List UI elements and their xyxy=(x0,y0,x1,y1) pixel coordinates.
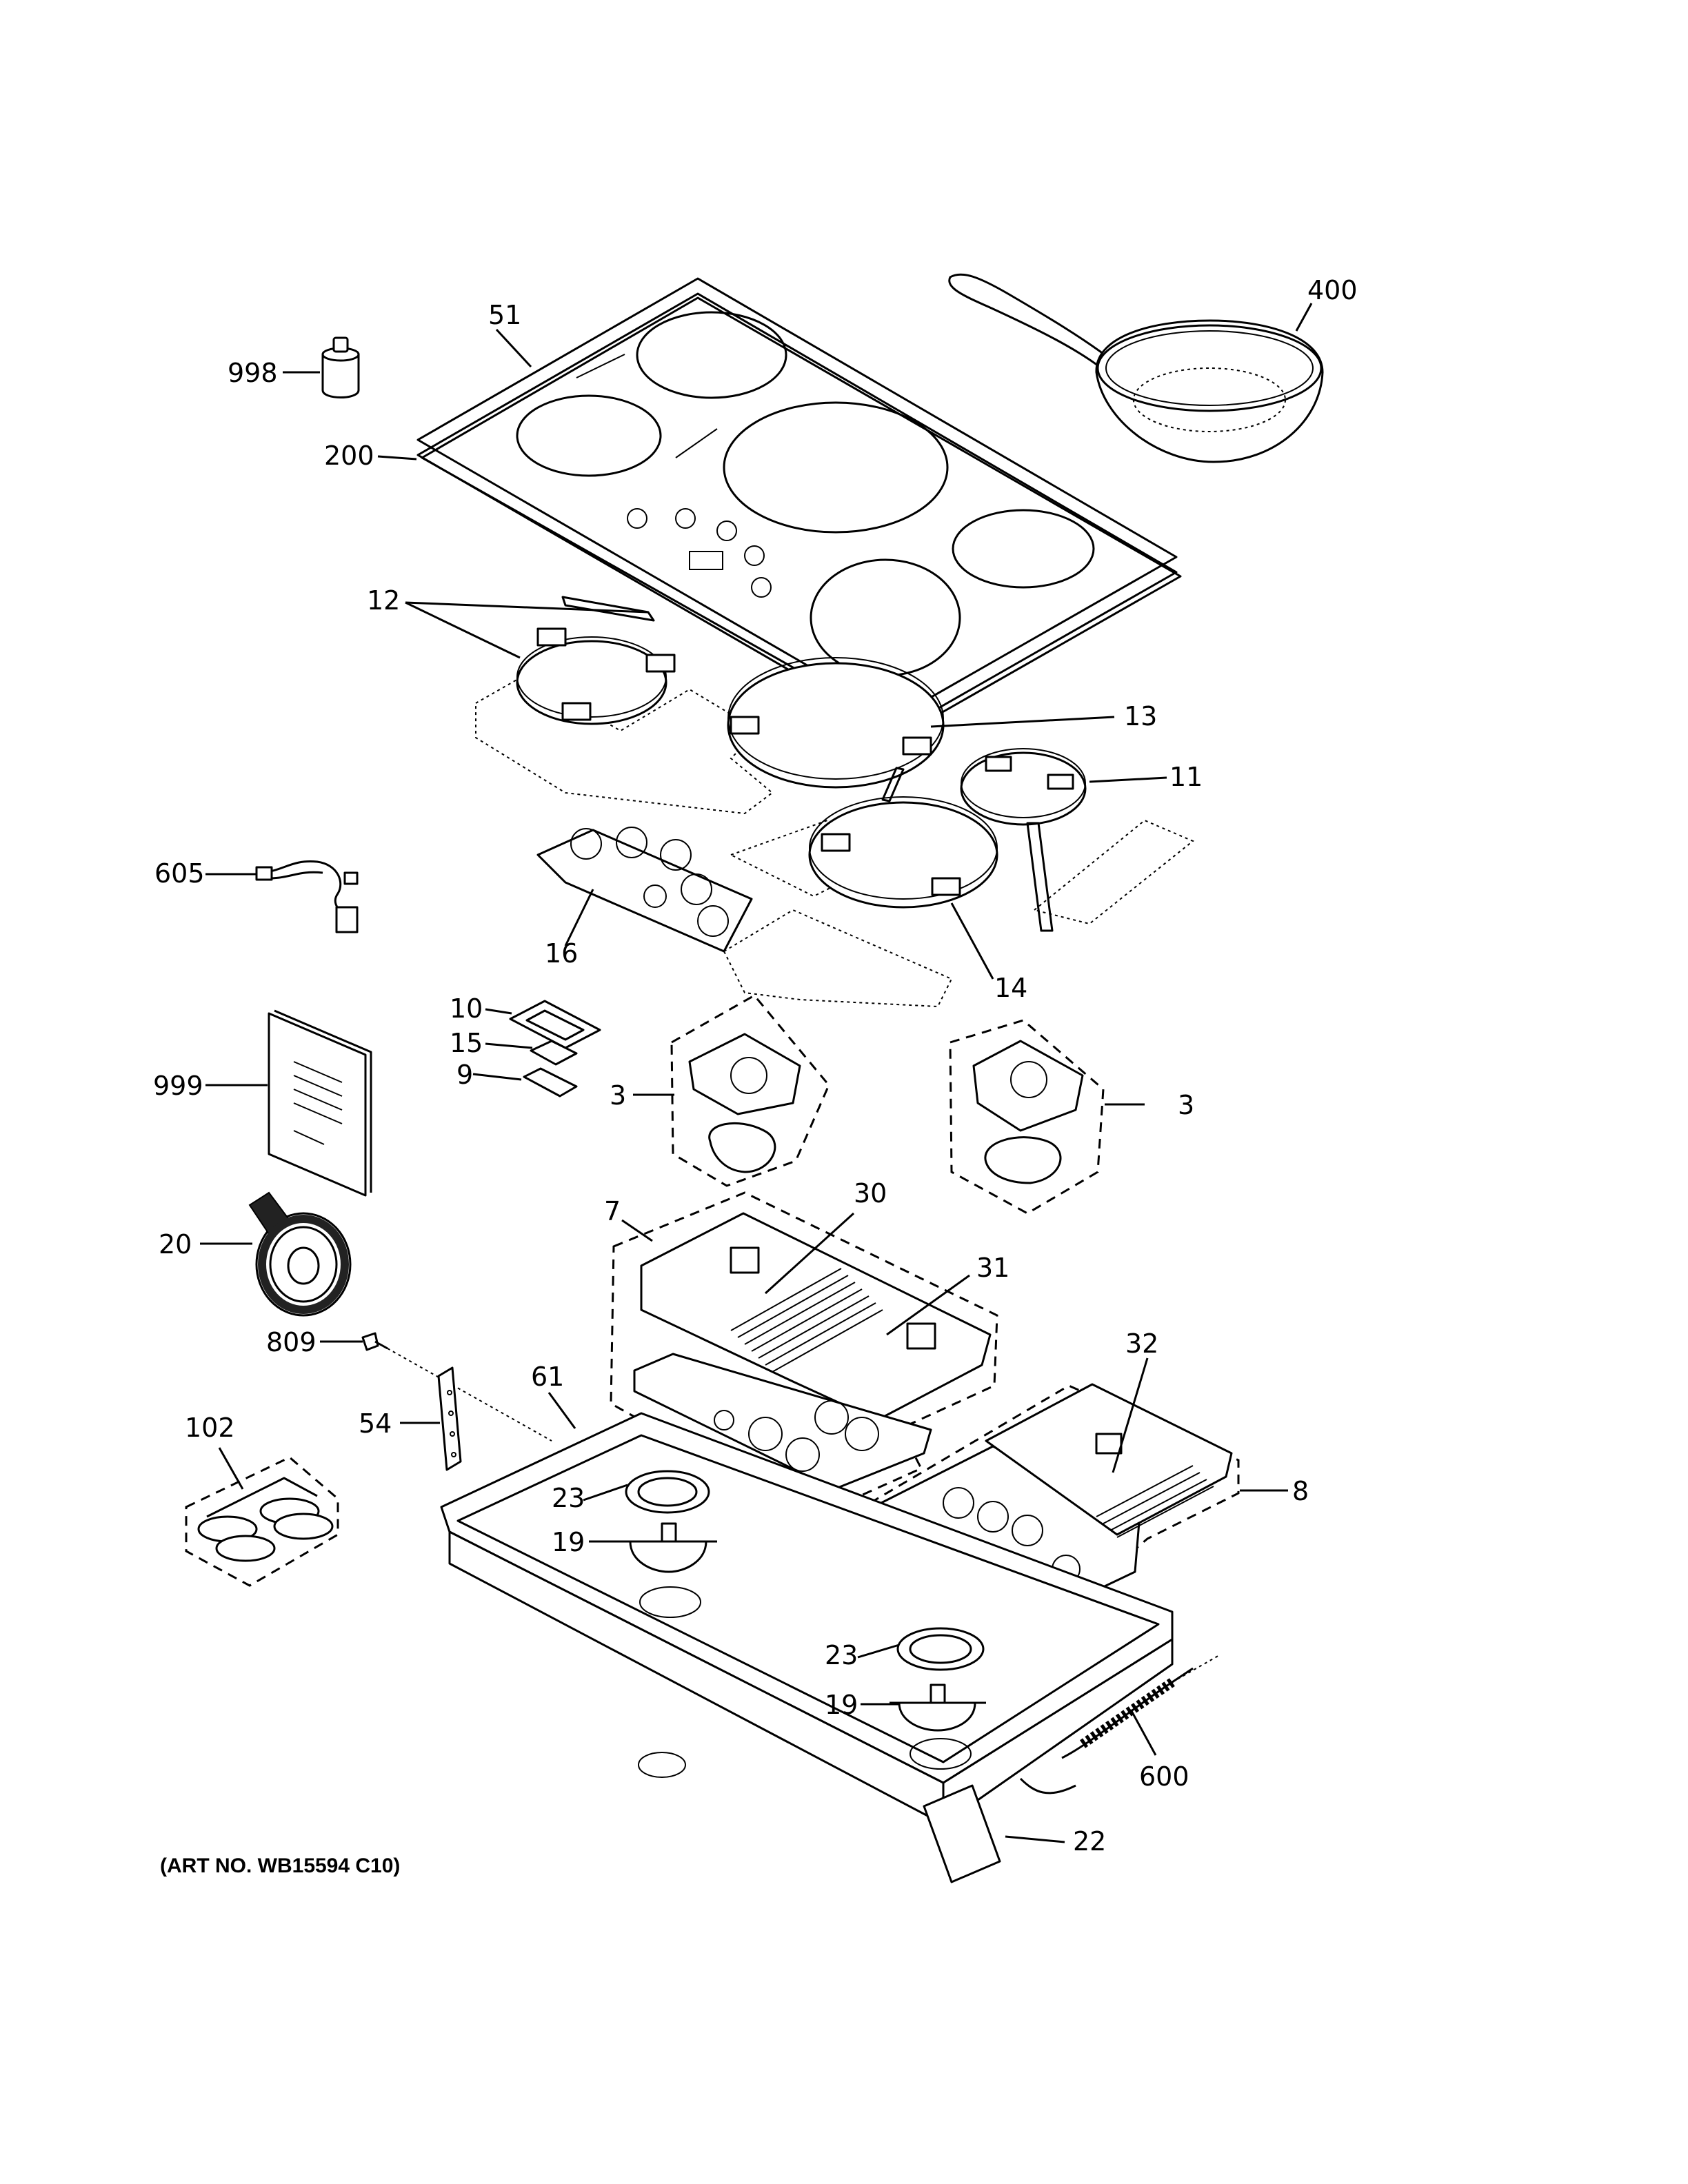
callout-23-upper: 23 xyxy=(552,1483,585,1513)
callout-22: 22 xyxy=(1073,1826,1106,1857)
part-61-bottom-enclosure xyxy=(440,1412,1174,1826)
part-10-bracket xyxy=(509,1000,601,1049)
touch-controls-icon xyxy=(627,508,772,598)
callout-19-lower: 19 xyxy=(825,1690,858,1720)
callout-15: 15 xyxy=(450,1028,483,1058)
callout-3-right: 3 xyxy=(1178,1090,1194,1120)
callout-16: 16 xyxy=(545,938,578,969)
callout-54: 54 xyxy=(359,1408,392,1439)
part-19-fan-bracket-lower xyxy=(890,1684,986,1732)
part-22-label xyxy=(923,1784,1001,1883)
part-20-tape-roll xyxy=(248,1191,352,1317)
part-54-bracket xyxy=(437,1366,462,1471)
part-200-gasket xyxy=(421,296,1182,734)
burner-bracket-frame xyxy=(475,674,1194,1008)
callout-30: 30 xyxy=(854,1178,887,1209)
part-809-screw xyxy=(361,1332,552,1442)
part-16-control-board xyxy=(536,827,753,953)
callout-labels: 51 400 998 200 12 13 11 605 16 14 10 15 … xyxy=(153,275,1358,1877)
part-9-sensor xyxy=(523,1067,578,1098)
part-600-conduit xyxy=(1019,1654,1221,1794)
part-605-wire-harness xyxy=(255,860,359,933)
art-number: (ART NO. WB15594 C10) xyxy=(160,1854,400,1877)
callout-9: 9 xyxy=(456,1060,473,1090)
callout-600: 600 xyxy=(1139,1761,1189,1792)
part-15-switch xyxy=(530,1040,578,1066)
leader-lines xyxy=(200,303,1313,1843)
callout-12: 12 xyxy=(367,585,400,616)
part-8-power-board-assembly xyxy=(867,1383,1240,1626)
callout-10: 10 xyxy=(450,993,483,1024)
callout-14: 14 xyxy=(994,973,1027,1003)
callout-32: 32 xyxy=(1125,1328,1158,1359)
part-3-fan-assembly-right xyxy=(949,1019,1105,1215)
callout-8: 8 xyxy=(1292,1476,1309,1506)
callout-11: 11 xyxy=(1169,762,1203,792)
part-23-fan-ring-lower xyxy=(896,1627,985,1671)
callout-809: 809 xyxy=(266,1327,316,1357)
part-19-fan-bracket-upper xyxy=(621,1522,717,1573)
part-51-glass-cooktop xyxy=(416,277,1178,734)
callout-605: 605 xyxy=(154,858,205,889)
part-23-fan-ring-upper xyxy=(625,1470,710,1514)
part-12-induction-coil xyxy=(516,596,676,725)
callout-51: 51 xyxy=(488,300,521,330)
callout-20: 20 xyxy=(159,1229,192,1260)
part-998-cleaner-bottle xyxy=(321,336,360,398)
callout-19-upper: 19 xyxy=(552,1527,585,1557)
callout-200: 200 xyxy=(324,441,374,471)
part-400-frying-pan xyxy=(948,273,1324,463)
callout-7: 7 xyxy=(604,1196,621,1226)
callout-13: 13 xyxy=(1124,701,1157,731)
part-7-power-board-assembly xyxy=(610,1191,998,1518)
callout-400: 400 xyxy=(1307,275,1358,305)
callout-61: 61 xyxy=(531,1362,564,1392)
heatsink-fins-icon xyxy=(730,1268,883,1373)
heatsink-fins-icon-2 xyxy=(1096,1465,1214,1538)
callout-999: 999 xyxy=(153,1071,203,1101)
part-3-fan-assembly-left xyxy=(670,994,830,1187)
part-11-induction-coil xyxy=(960,748,1087,932)
part-999-literature-manual xyxy=(268,1009,372,1197)
part-14-induction-coil xyxy=(808,767,998,909)
callout-31: 31 xyxy=(976,1253,1009,1283)
part-13-large-induction-coil xyxy=(727,657,945,789)
callout-3-left: 3 xyxy=(610,1080,626,1111)
callout-998: 998 xyxy=(228,358,278,388)
part-102-leveling-legs xyxy=(185,1456,339,1587)
callout-102: 102 xyxy=(185,1413,235,1443)
callout-23-lower: 23 xyxy=(825,1640,858,1670)
